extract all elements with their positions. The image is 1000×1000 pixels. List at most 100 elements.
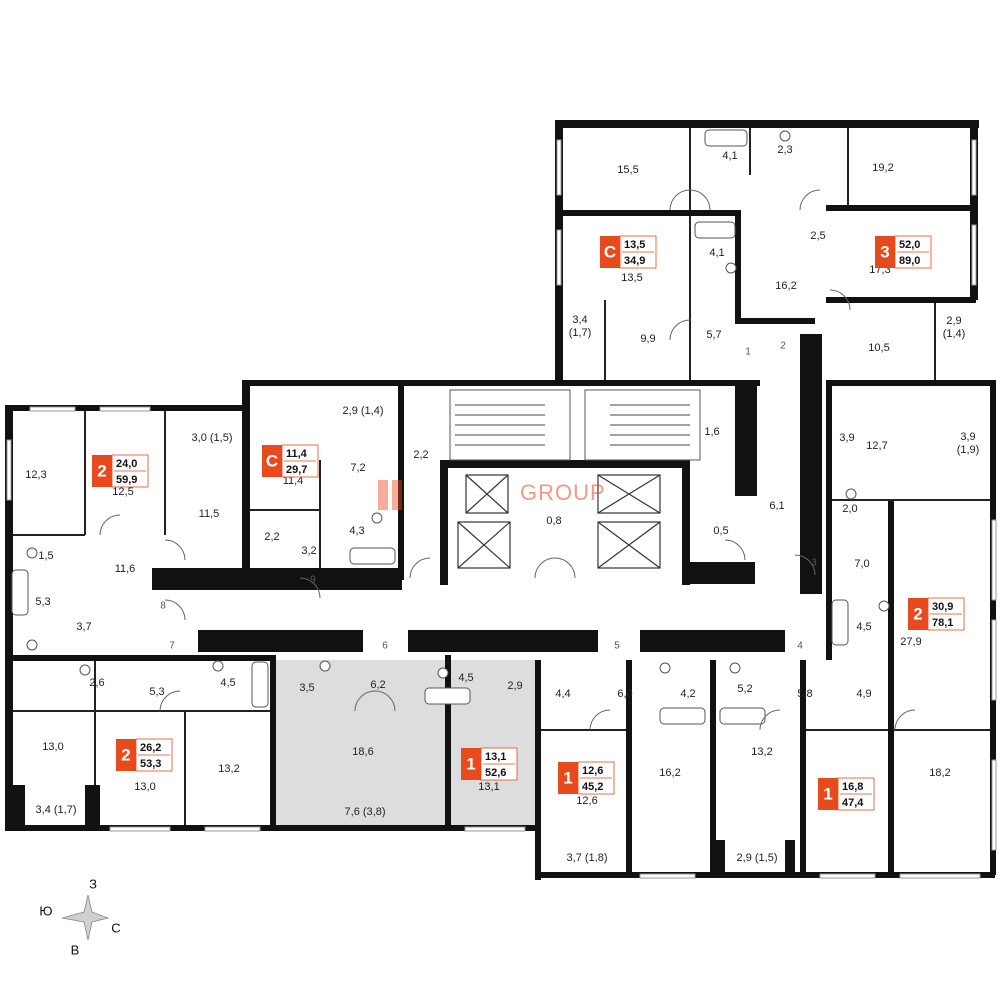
windows [6, 139, 997, 879]
interior-walls [13, 128, 990, 825]
compass: З Ю С В [39, 876, 120, 957]
compass-north-label: З [89, 876, 97, 891]
room-area-label: 11,6 [115, 563, 136, 575]
apartment-type: 1 [563, 768, 572, 787]
room-area-label: 5,8 [797, 688, 812, 700]
room-area-label: 6,0 [617, 688, 632, 700]
total-area: 78,1 [932, 617, 953, 629]
total-area: 47,4 [842, 797, 864, 809]
apartment-badge-2-left: 2 24,0 59,9 [92, 454, 149, 488]
room-area-label: 4,5 [856, 621, 871, 633]
living-area: 13,1 [485, 751, 506, 763]
room-area-label: 12,3 [25, 469, 46, 481]
room-area-label: 2,9 (1,4) [343, 405, 384, 417]
room-area-label: 3,7 [76, 621, 91, 633]
room-area-label: 2,3 [777, 144, 792, 156]
apartment-type: 2 [913, 604, 922, 623]
exterior-walls [5, 120, 996, 880]
badge-type-box [600, 236, 620, 268]
room-area-label: 6,2 [370, 679, 385, 691]
total-area: 45,2 [582, 781, 603, 793]
room-area-label: 13,0 [134, 781, 155, 793]
total-area: 59,9 [116, 474, 137, 486]
room-area-label: 11,5 [199, 508, 220, 520]
room-area-label: 13,0 [42, 741, 63, 753]
room-area-label: 0,5 [713, 525, 728, 537]
badge-type-box [461, 748, 481, 780]
room-area-label: 27,9 [900, 636, 921, 648]
apartment-type: 1 [466, 754, 475, 773]
room-area-label: 9,9 [640, 333, 655, 345]
badge-type-box [92, 455, 112, 487]
living-area: 13,5 [624, 239, 645, 251]
door-number-label: 4 [797, 641, 803, 652]
room-area-label: 10,5 [868, 342, 889, 354]
room-area-label: 5,2 [737, 683, 752, 695]
bathtubs [11, 129, 849, 725]
room-area-label: 12,6 [576, 795, 597, 807]
room-area-label: 1,5 [38, 550, 53, 562]
living-area: 11,4 [286, 448, 308, 460]
door-swings [99, 189, 916, 731]
door-number-label: 1 [745, 347, 751, 358]
door-number-label: 3 [811, 558, 817, 569]
door-number-label: 2 [780, 341, 786, 352]
living-area: 12,6 [582, 765, 603, 777]
room-area-label: 13,2 [218, 763, 239, 775]
room-area-label: 13,2 [751, 746, 772, 758]
door-number-label: 7 [169, 641, 175, 652]
living-area: 24,0 [116, 458, 137, 470]
room-area-label: 12,5 [112, 486, 133, 498]
room-area-label: 4,1 [722, 150, 737, 162]
room-area-label: 3,4 (1,7) [36, 804, 77, 816]
watermark-text: GROUP [520, 480, 606, 505]
total-area: 89,0 [899, 255, 920, 267]
room-area-label: 16,2 [659, 767, 680, 779]
room-area-label: 3,2 [301, 545, 316, 557]
apartment-type: 3 [880, 242, 889, 261]
room-area-label: 16,2 [775, 280, 796, 292]
room-area-label: 12,7 [866, 440, 887, 452]
compass-south-label: В [71, 942, 80, 957]
apartment-type: 2 [97, 461, 106, 480]
compass-star-icon [61, 894, 110, 941]
badge-type-box [558, 762, 578, 794]
room-area-label: 11,4 [283, 475, 304, 487]
badge-type-box [875, 236, 895, 268]
elevators [457, 474, 661, 569]
room-area-label: 7,2 [350, 462, 365, 474]
room-area-label: 4,5 [220, 677, 235, 689]
apartment-badge-3-top: 3 52,0 89,0 [875, 235, 932, 269]
room-area-label: 5,3 [35, 596, 50, 608]
room-area-label: 4,2 [680, 688, 695, 700]
room-area-label: 2,6 [89, 677, 104, 689]
watermark: GROUP [378, 480, 606, 510]
room-area-label: 2,2 [264, 531, 279, 543]
room-area-label: 7,0 [854, 558, 869, 570]
highlighted-balcony-area [284, 795, 440, 827]
compass-east-label: С [111, 920, 120, 935]
room-area-label: 2,2 [413, 449, 428, 461]
room-area-label: 13,1 [478, 781, 499, 793]
apartment-type: С [266, 451, 278, 470]
room-area-label: 18,2 [929, 767, 950, 779]
living-area: 26,2 [140, 742, 161, 754]
room-area-label: 2,9(1,4) [943, 315, 966, 340]
room-area-label: 3,4(1,7) [569, 314, 592, 339]
room-area-label: 5,3 [149, 686, 164, 698]
badge-type-box [908, 598, 928, 630]
badge-type-box [262, 445, 282, 477]
room-area-label: 3,5 [299, 682, 314, 694]
living-area: 52,0 [899, 239, 920, 251]
room-area-label: 1,6 [704, 426, 719, 438]
room-area-label: 7,6 (3,8) [345, 806, 386, 818]
room-area-label: 3,0 (1,5) [192, 432, 233, 444]
